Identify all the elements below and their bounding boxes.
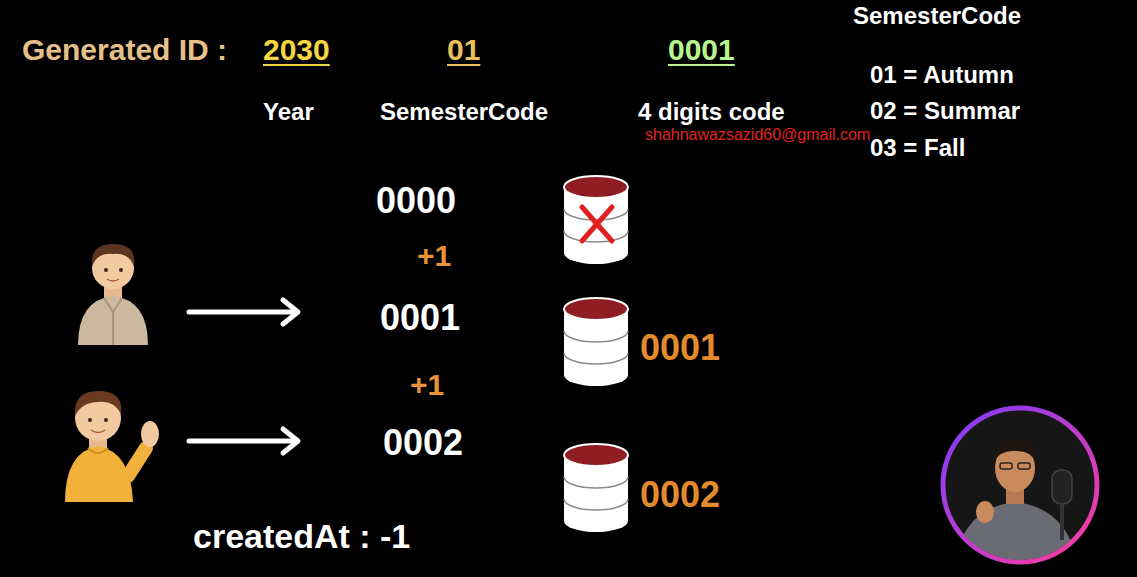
counter-value: 0001 bbox=[380, 300, 460, 336]
key-entry: 02 = Summar bbox=[870, 99, 1020, 123]
person-icon bbox=[65, 391, 159, 502]
person-icon bbox=[78, 244, 148, 345]
part-caption: SemesterCode bbox=[380, 100, 548, 124]
key-heading: SemesterCode bbox=[853, 4, 1021, 28]
key-entry: 03 = Fall bbox=[870, 136, 965, 160]
counter-value: 0000 bbox=[376, 183, 456, 219]
watermark: shahnawazsazid60@gmail.com bbox=[645, 127, 870, 143]
semester-value: 01 bbox=[447, 35, 480, 65]
arrow bbox=[189, 429, 298, 453]
database-icon bbox=[564, 176, 628, 264]
database-icon bbox=[563, 297, 629, 387]
sort-note: createdAt : -1 bbox=[193, 519, 410, 553]
counter-value: 0002 bbox=[383, 425, 463, 461]
arrow bbox=[189, 300, 298, 324]
presenter-avatar bbox=[943, 408, 1097, 565]
increment: +1 bbox=[410, 370, 444, 400]
part-caption: 4 digits code bbox=[638, 100, 785, 124]
stored-code: 0001 bbox=[640, 330, 720, 366]
code-value: 0001 bbox=[668, 35, 735, 65]
increment: +1 bbox=[417, 241, 451, 271]
key-entry: 01 = Autumn bbox=[870, 63, 1014, 87]
id-heading: Generated ID : bbox=[22, 35, 227, 65]
database-node: 0001 bbox=[563, 297, 725, 387]
part-caption: Year bbox=[263, 100, 314, 124]
stored-code: 0002 bbox=[640, 477, 720, 513]
year-value: 2030 bbox=[263, 35, 330, 65]
database-icon bbox=[563, 443, 629, 533]
database-node: 0002 bbox=[563, 443, 725, 533]
